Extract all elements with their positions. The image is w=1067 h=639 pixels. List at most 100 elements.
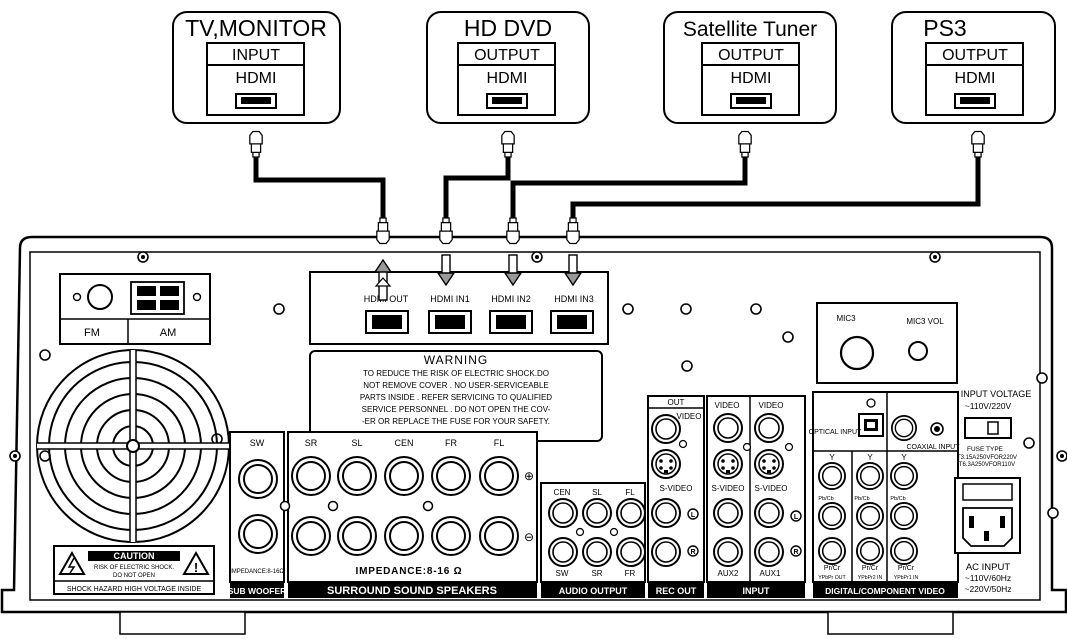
arrow-down-icon bbox=[436, 254, 456, 287]
rca-jack-icon bbox=[856, 537, 884, 565]
terminal-icon bbox=[337, 456, 377, 496]
rca-jack-icon bbox=[616, 537, 646, 567]
connector-label: HDMI bbox=[731, 70, 772, 87]
coaxial-jack-icon bbox=[890, 415, 918, 441]
rca-jack-icon bbox=[713, 413, 743, 443]
device-hd-dvd: HD DVD OUTPUT HDMI bbox=[426, 11, 590, 124]
connector-label: HDMI bbox=[487, 70, 528, 87]
device-ps3: PS3 OUTPUT HDMI bbox=[891, 11, 1056, 124]
hdmi-plug-icon bbox=[971, 130, 985, 158]
audio-output-jacks: CEN SL FL SW SR FR AUDIO OUTPUT bbox=[540, 482, 646, 598]
rca-jack-icon bbox=[582, 537, 612, 567]
lightning-warning-icon bbox=[58, 550, 86, 575]
column-label: YPbPr OUT bbox=[818, 575, 846, 581]
warning-line: TO REDUCE THE RISK OF ELECTRIC SHOCK.DO bbox=[363, 369, 549, 378]
connector-label: HDMI bbox=[955, 70, 996, 87]
fuse-line2: T6.3A250VFOR110V bbox=[959, 462, 1015, 468]
terminal-icon bbox=[238, 514, 278, 554]
pb-label: Pb/Cb bbox=[818, 496, 833, 502]
rca-jack-icon bbox=[548, 537, 578, 567]
ac-line2: ~220V/50Hz bbox=[964, 584, 1011, 594]
warning-line: PARTS INSIDE . REFER SERVICING TO QUALIF… bbox=[360, 393, 552, 402]
rca-jack-icon bbox=[651, 537, 681, 567]
video-label: VIDEO bbox=[677, 412, 702, 421]
rca-jack-icon bbox=[818, 501, 846, 530]
caution-line2: DO NOT OPEN bbox=[113, 573, 155, 579]
voltage-title: INPUT VOLTAGE bbox=[961, 389, 1032, 399]
channel-label: FR bbox=[445, 438, 457, 448]
rca-jack-icon bbox=[754, 537, 784, 567]
port-type-label: OUTPUT bbox=[474, 47, 540, 64]
y-label: Y bbox=[867, 453, 873, 462]
device-satellite-tuner: Satellite Tuner OUTPUT HDMI bbox=[663, 11, 837, 124]
caution-bottom: SHOCK HAZARD HIGH VOLTAGE INSIDE bbox=[67, 586, 202, 593]
rca-jack-icon bbox=[818, 537, 846, 565]
am-label: AM bbox=[160, 327, 177, 339]
terminal-icon bbox=[479, 456, 519, 496]
svideo-label: S-VIDEO bbox=[712, 484, 745, 493]
coaxial-label: COAXIAL INPUT bbox=[906, 444, 960, 451]
rca-jack-icon bbox=[713, 537, 743, 567]
device-name: TV,MONITOR bbox=[185, 15, 327, 41]
column-label: YPbPr2 IN bbox=[858, 575, 883, 581]
fuse-line1: T3.15A250VFOR220V bbox=[957, 455, 1017, 461]
ac-title: AC INPUT bbox=[966, 562, 1011, 573]
rec-out-jacks: OUT VIDEO S-VIDEO L R REC OUT bbox=[647, 395, 705, 598]
rca-jack-icon bbox=[856, 501, 884, 530]
rca-jack-icon bbox=[548, 498, 578, 528]
rca-jack-icon bbox=[651, 498, 681, 528]
jack-label: SR bbox=[591, 569, 602, 578]
digital-component-video: OPTICAL INPUT COAXIAL INPUT Y Y Y Pb/Cb … bbox=[809, 391, 960, 598]
screw-icon bbox=[531, 251, 543, 263]
caution-label: ! CAUTION RISK OF ELECTRIC SHOCK. DO NOT… bbox=[53, 545, 215, 595]
device-end-plugs bbox=[249, 130, 985, 158]
l-label: L bbox=[691, 512, 696, 519]
screw-icon bbox=[929, 251, 941, 263]
device-tv-monitor: TV,MONITOR INPUT HDMI bbox=[172, 11, 341, 124]
voltage-value: ~110V/220V bbox=[965, 401, 1012, 411]
receiver-end-plugs bbox=[373, 217, 583, 301]
pb-label: Pb/Cb bbox=[854, 496, 869, 502]
hdmi-in1-port: HDMI IN1 bbox=[428, 294, 472, 334]
fm-jack-icon bbox=[87, 284, 113, 310]
port-type-label: OUTPUT bbox=[942, 47, 1008, 64]
power-section: INPUT VOLTAGE ~110V/220V FUSE TYPE T3.15… bbox=[954, 389, 1032, 594]
screw-icon bbox=[137, 251, 149, 263]
warning-line: SERVICE PERSONNEL . DO NOT OPEN THE COV- bbox=[362, 405, 551, 414]
hdmi-port-label: HDMI IN2 bbox=[491, 294, 531, 304]
hdmi-plug-icon bbox=[376, 217, 390, 245]
hdmi-port-label: HDMI IN1 bbox=[430, 294, 470, 304]
pr-label: Pr/Cr bbox=[898, 565, 915, 572]
rca-jack-icon bbox=[890, 537, 918, 565]
cable-hd-dvd bbox=[443, 157, 511, 218]
surround-speaker-terminals: SR SL CEN FR FL ⊕ ⊖ IMPEDANCE:8-16 Ω SUR… bbox=[279, 431, 538, 598]
rca-jack-icon bbox=[713, 498, 743, 528]
hdmi-plug-icon bbox=[506, 217, 520, 245]
rca-jack-icon bbox=[890, 501, 918, 530]
speakers-footer: SURROUND SOUND SPEAKERS bbox=[327, 585, 497, 597]
hdmi-in2-port: HDMI IN2 bbox=[489, 294, 533, 334]
warning-label: WARNING TO REDUCE THE RISK OF ELECTRIC S… bbox=[309, 350, 603, 442]
rec-out-footer: REC OUT bbox=[656, 586, 697, 596]
terminal-icon bbox=[291, 456, 331, 496]
ac-line1: ~110V/60Hz bbox=[965, 573, 1011, 583]
hdmi-plug-icon bbox=[249, 130, 263, 158]
s-video-jack-icon bbox=[651, 449, 681, 479]
svg-text:!: ! bbox=[194, 560, 198, 575]
rca-jack-icon bbox=[616, 498, 646, 528]
caution-line1: RISK OF ELECTRIC SHOCK. bbox=[94, 565, 174, 571]
connector-label: HDMI bbox=[236, 70, 277, 87]
mic-jack-icon bbox=[839, 335, 875, 371]
impedance-label: IMPEDANCE:8-16Ω bbox=[230, 569, 284, 575]
audio-output-footer: AUDIO OUTPUT bbox=[559, 586, 628, 596]
channel-label: SL bbox=[351, 438, 362, 448]
exclamation-warning-icon bbox=[182, 550, 210, 575]
warning-title: WARNING bbox=[424, 353, 489, 367]
hdmi-plug-icon bbox=[501, 130, 515, 158]
screw-icon bbox=[1056, 450, 1067, 462]
mic-section: MIC3 MIC3 VOL bbox=[816, 302, 958, 384]
optical-label: OPTICAL INPUT bbox=[809, 429, 862, 436]
minus-symbol: ⊖ bbox=[524, 530, 534, 544]
warning-line: NOT REMOVE COVER . NO USER-SERVICEABLE bbox=[363, 381, 549, 390]
jack-label: SL bbox=[592, 488, 602, 497]
